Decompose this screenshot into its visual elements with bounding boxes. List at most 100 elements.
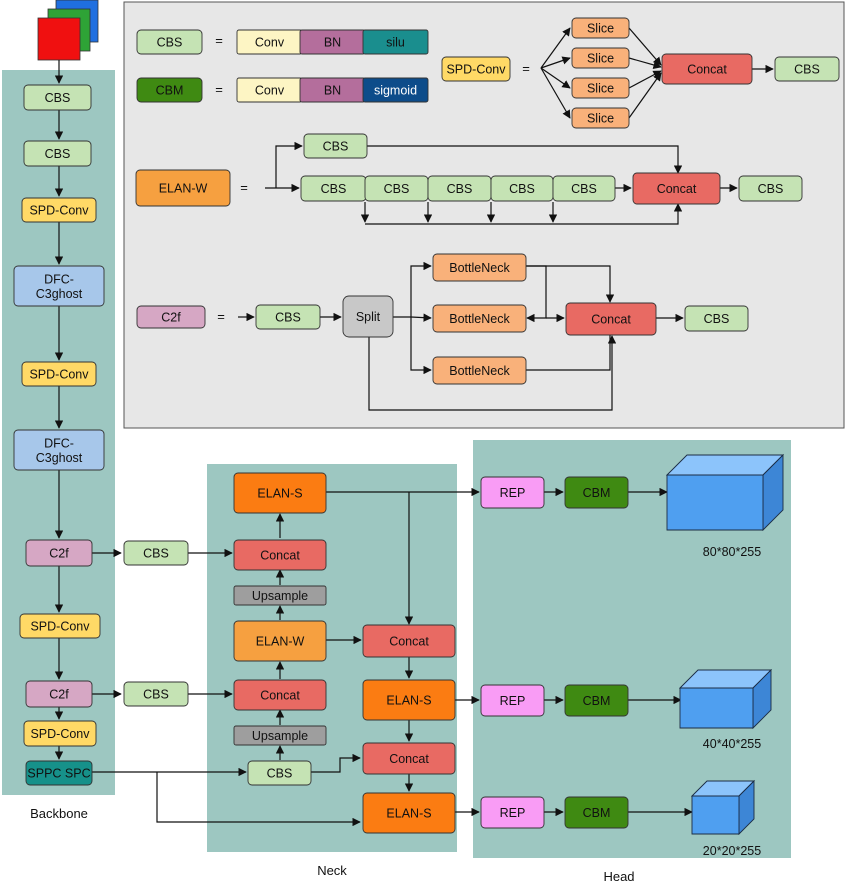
legend-cbs-conv: Conv: [236, 29, 303, 55]
legend-elan-w-top-cbs-shape: [303, 133, 368, 159]
legend-cbm-bn-label: BN: [324, 84, 341, 98]
side-cbs-1: CBS: [123, 540, 189, 566]
backbone-sppc-spc-shape: [25, 760, 93, 786]
backbone-spd-conv-4-shape: [23, 720, 97, 747]
legend-spd-concat: Concat: [661, 53, 753, 85]
legend-slice-2-shape: [571, 47, 630, 69]
neck-concat-1-label: Concat: [260, 549, 300, 563]
backbone-spd-conv-4: SPD-Conv: [23, 720, 97, 747]
legend-spd-block: SPD-Conv: [441, 56, 511, 82]
side-cbs-1-label: CBS: [143, 547, 169, 561]
head-title: Head: [603, 869, 634, 882]
legend-slice-4-shape: [571, 107, 630, 129]
legend-elan-w-chain-3: CBS: [427, 175, 492, 202]
head-cbm-1: CBM: [564, 476, 629, 509]
neck-elan-s-top-label: ELAN-S: [257, 487, 302, 501]
legend-eq-c2f: =: [217, 309, 225, 324]
output-cube-80-face-3: [666, 474, 764, 531]
neck-concat-4-shape: [362, 742, 456, 775]
backbone-c2f-1-label: C2f: [49, 547, 69, 561]
neck-elan-s-bottom: ELAN-S: [362, 792, 456, 834]
legend-cbm-sigmoid: sigmoid: [362, 77, 429, 103]
legend-slice-1: Slice: [571, 17, 630, 39]
backbone-spd-conv-1: SPD-Conv: [21, 197, 97, 223]
output-size-label-1: 80*80*255: [703, 545, 761, 559]
backbone-dfc-c3ghost-2-label-1: DFC-: [44, 436, 74, 450]
legend-cbs-block-label: CBS: [157, 36, 183, 50]
legend-cbm-block-shape: [136, 77, 203, 103]
backbone-dfc-c3ghost-1-label-2: C3ghost: [36, 287, 83, 301]
legend-c2f-in-cbs: CBS: [255, 304, 321, 330]
legend-slice-3-label: Slice: [587, 82, 614, 96]
legend-elan-w-out-cbs: CBS: [738, 175, 803, 202]
neck-elan-s-mid-shape: [362, 679, 456, 721]
neck-elan-s-bottom-shape: [362, 792, 456, 834]
backbone-cbs-1-shape: [23, 84, 92, 111]
legend-spd-block-label: SPD-Conv: [446, 63, 506, 77]
output-cubes: [665, 453, 785, 836]
head-rep-2-shape: [480, 684, 545, 717]
legend-cbs-silu-label: silu: [386, 36, 405, 50]
output-size-label-2: 40*40*255: [703, 737, 761, 751]
legend-c2f-split: Split: [342, 295, 394, 338]
output-size-label-3: 20*20*255: [703, 844, 761, 858]
backbone-cbs-2-label: CBS: [45, 147, 71, 161]
legend-c2f-concat: Concat: [565, 302, 657, 336]
output-cube-20: [690, 779, 756, 836]
neck-upsample-1-shape: [233, 585, 327, 606]
backbone-spd-conv-2-label: SPD-Conv: [29, 368, 89, 382]
legend-elan-w-chain-4: CBS: [490, 175, 554, 202]
backbone-c2f-1-shape: [25, 539, 93, 567]
backbone-cbs-1-label: CBS: [45, 91, 71, 105]
legend-elan-w-chain-1: CBS: [300, 175, 367, 202]
neck-concat-4: Concat: [362, 742, 456, 775]
backbone-dfc-c3ghost-2-shape: [13, 429, 105, 471]
backbone-spd-conv-2-shape: [21, 361, 97, 387]
legend-cbm-block: CBM: [136, 77, 203, 103]
legend-spd-out-cbs-label: CBS: [794, 63, 820, 77]
legend-elan-w-chain-5-label: CBS: [571, 182, 597, 196]
head-cbm-2-label: CBM: [583, 694, 611, 708]
legend-elan-w-out-cbs-label: CBS: [758, 182, 784, 196]
legend-c2f-block-label: C2f: [161, 311, 181, 325]
legend-bottleneck-3-label: BottleNeck: [449, 364, 510, 378]
legend-elan-w-chain-5-shape: [552, 175, 616, 202]
legend-cbs-bn-label: BN: [324, 36, 341, 50]
legend-bottleneck-1-shape: [432, 253, 527, 282]
legend-c2f-block-shape: [136, 305, 206, 329]
legend-elan-w-concat-label: Concat: [657, 182, 697, 196]
head-cbm-2: CBM: [564, 684, 629, 717]
legend-c2f-concat-label: Concat: [591, 313, 631, 327]
legend-spd-block-shape: [441, 56, 511, 82]
neck-concat-2-shape: [233, 679, 327, 711]
legend-c2f-out-cbs-shape: [684, 305, 749, 332]
head-cbm-3-shape: [564, 796, 629, 829]
neck-cbs-label: CBS: [267, 767, 293, 781]
legend-cbs-bn: BN: [299, 29, 366, 55]
legend-elan-w-chain-2: CBS: [364, 175, 429, 202]
head-rep-1: REP: [480, 476, 545, 509]
legend-cbs-silu-shape: [362, 29, 429, 55]
legend-c2f-in-cbs-label: CBS: [275, 311, 301, 325]
neck-upsample-2: Upsample: [233, 725, 327, 746]
neck-elan-s-mid: ELAN-S: [362, 679, 456, 721]
backbone-spd-conv-3-shape: [19, 613, 101, 639]
legend-elan-w-out-cbs-shape: [738, 175, 803, 202]
head-cbm-1-shape: [564, 476, 629, 509]
legend-bottleneck-2: BottleNeck: [432, 304, 527, 333]
legend-eq-spd: =: [522, 61, 530, 76]
legend-spd-concat-shape: [661, 53, 753, 85]
head-rep-3: REP: [480, 796, 545, 829]
head-rep-2: REP: [480, 684, 545, 717]
backbone-spd-conv-1-label: SPD-Conv: [29, 204, 89, 218]
neck-concat-4-label: Concat: [389, 752, 429, 766]
backbone-title: Backbone: [30, 806, 88, 821]
head-rep-3-label: REP: [500, 806, 526, 820]
neck-upsample-2-shape: [233, 725, 327, 746]
neck-upsample-2-label: Upsample: [252, 729, 308, 743]
backbone-dfc-c3ghost-1: DFC-C3ghost: [13, 265, 105, 307]
head-cbm-1-label: CBM: [583, 486, 611, 500]
legend-elan-w-top-cbs: CBS: [303, 133, 368, 159]
output-cube-40: [678, 668, 773, 730]
